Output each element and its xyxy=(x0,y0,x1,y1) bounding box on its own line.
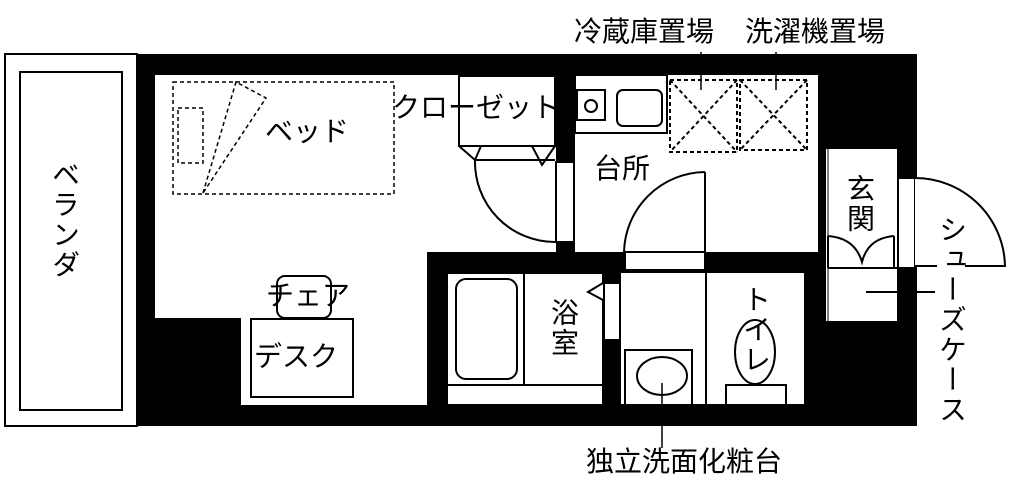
veranda xyxy=(4,53,138,427)
closet xyxy=(458,75,556,147)
shoe-case-label: シューズケース xyxy=(935,215,968,425)
washer-space-label: 洗濯機置場 xyxy=(745,15,886,48)
bed xyxy=(172,80,395,195)
vanity-label: 独立洗面化粧台 xyxy=(586,445,783,478)
chair-label: チェア xyxy=(266,279,351,312)
toilet-room xyxy=(705,271,806,406)
desk xyxy=(250,318,354,398)
burner xyxy=(584,99,598,113)
fridge-space xyxy=(669,79,738,153)
entrance-label: 玄関 xyxy=(843,174,876,234)
shoe-case xyxy=(828,267,897,293)
kitchen-door xyxy=(623,171,706,253)
bathroom-label: 浴室 xyxy=(547,298,580,358)
bathtub xyxy=(455,278,518,380)
washroom xyxy=(619,271,707,406)
washer-space xyxy=(739,79,808,151)
bed-label: ベッド xyxy=(265,115,350,148)
toilet-tank xyxy=(725,384,787,406)
sink xyxy=(616,89,663,127)
closet-label: クローゼット xyxy=(392,91,561,124)
entrance-inner-doors xyxy=(827,235,895,268)
fridge-space-label: 冷蔵庫置場 xyxy=(574,15,715,48)
kitchen-label: 台所 xyxy=(594,152,651,185)
veranda-label: ベランダ xyxy=(48,160,81,280)
desk-label: デスク xyxy=(254,340,339,373)
vanity xyxy=(624,349,693,406)
stove xyxy=(576,89,606,121)
room-door xyxy=(473,159,556,243)
toilet-label: トイレ xyxy=(739,285,772,375)
